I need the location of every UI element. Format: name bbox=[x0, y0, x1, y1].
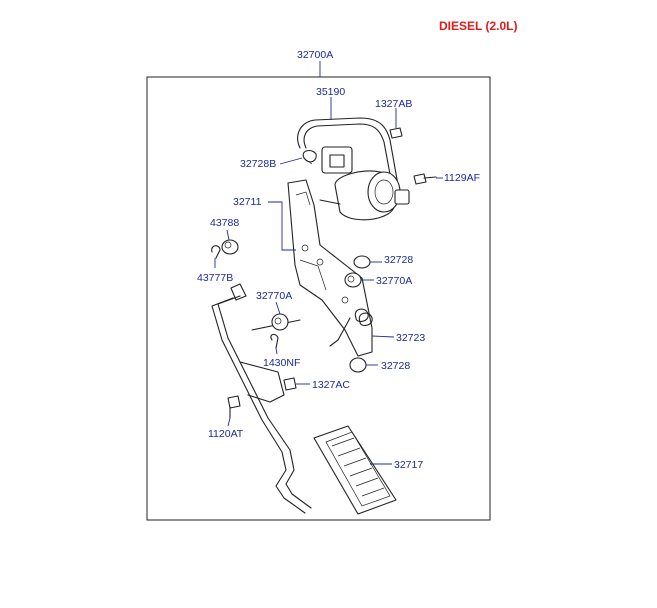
leader-lines bbox=[214, 97, 443, 465]
assembly-part-label: 32700A bbox=[297, 49, 333, 61]
bolt-1120AT bbox=[227, 395, 241, 419]
part-label-32717: 32717 bbox=[394, 459, 423, 471]
nut-1327AC bbox=[283, 377, 297, 391]
bolt-1129AF bbox=[413, 173, 437, 185]
clip-32728B bbox=[302, 149, 317, 165]
assembly-frame bbox=[146, 76, 491, 521]
clip-1430NF bbox=[270, 333, 279, 349]
bushing-43788 bbox=[221, 239, 239, 255]
part-label-1327AC: 1327AC bbox=[312, 379, 350, 391]
part-label-43777B: 43777B bbox=[197, 272, 233, 284]
part-label-1129AF: 1129AF bbox=[444, 172, 480, 184]
part-label-32711: 32711 bbox=[233, 196, 262, 208]
part-label-1327AB: 1327AB bbox=[375, 98, 412, 110]
part-label-35190: 35190 bbox=[316, 86, 345, 98]
part-label-32728-lower: 32728 bbox=[381, 360, 410, 372]
part-label-32728-upper: 32728 bbox=[384, 254, 413, 266]
pedal-pad-32717 bbox=[313, 425, 397, 515]
engine-variant-title: DIESEL (2.0L) bbox=[439, 19, 517, 33]
part-label-1120AT: 1120AT bbox=[208, 428, 244, 440]
nut-1327AB bbox=[389, 127, 403, 139]
bushing-32770A-left bbox=[271, 313, 289, 331]
bracket-32711 bbox=[287, 179, 373, 357]
bushing-32728-upper bbox=[353, 255, 371, 269]
bushing-32728-lower bbox=[349, 357, 367, 373]
clip-43777B bbox=[211, 245, 221, 259]
part-label-32770A-left: 32770A bbox=[256, 290, 292, 302]
bushing-32770A-right bbox=[344, 272, 362, 288]
pedal-arm bbox=[211, 283, 312, 514]
return-spring-32723 bbox=[329, 308, 373, 347]
part-label-43788: 43788 bbox=[210, 217, 239, 229]
part-label-32770A-right: 32770A bbox=[376, 275, 412, 287]
part-labels: 35190 1327AB 32728B 1129AF 32711 43788 3… bbox=[197, 86, 480, 471]
pedal-sensor-35190 bbox=[297, 117, 410, 221]
part-label-32723: 32723 bbox=[396, 332, 425, 344]
part-label-32728B: 32728B bbox=[240, 158, 276, 170]
part-label-1430NF: 1430NF bbox=[263, 357, 300, 369]
